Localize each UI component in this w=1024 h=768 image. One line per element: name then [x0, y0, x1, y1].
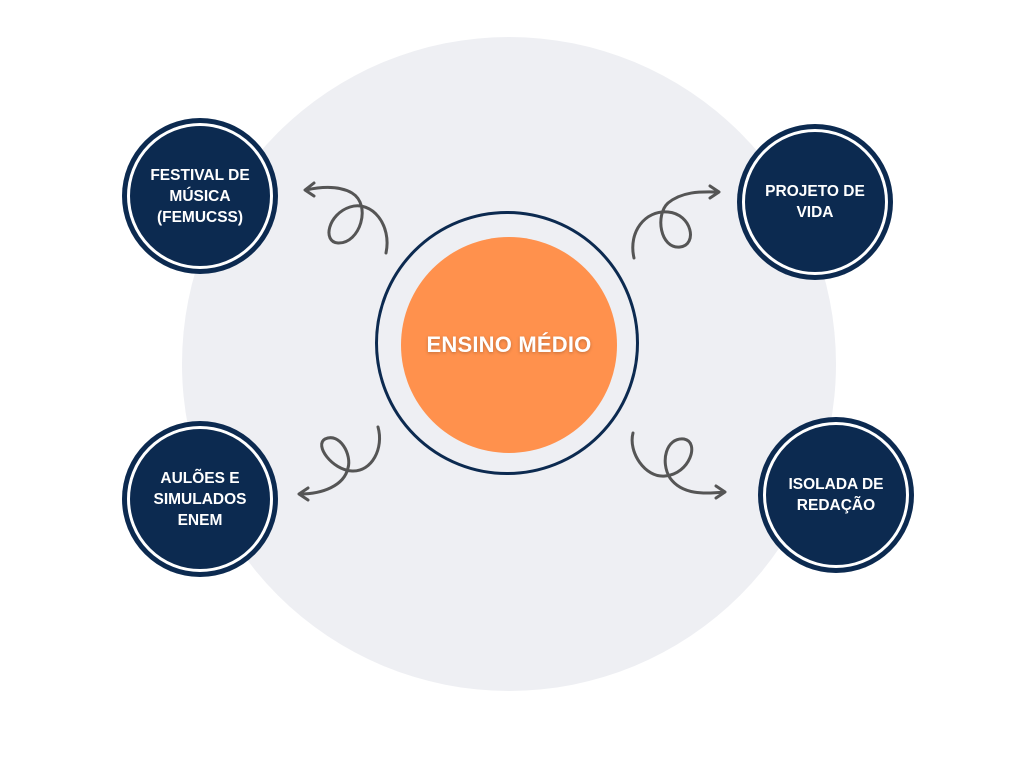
node-isolada-de-redacao: ISOLADA DE REDAÇÃO: [758, 417, 914, 573]
center-node: ENSINO MÉDIO: [401, 237, 617, 453]
center-label: ENSINO MÉDIO: [426, 332, 592, 357]
node-projeto-de-vida: PROJETO DE VIDA: [737, 124, 893, 280]
node-label: AULÕES E SIMULADOS ENEM: [153, 469, 247, 529]
node-label: ISOLADA DE REDAÇÃO: [788, 476, 884, 514]
node-festival-de-musica: FESTIVAL DE MÚSICA (FEMUCSS): [122, 118, 278, 274]
center-ring: [375, 211, 639, 475]
node-auloes-e-simulados: AULÕES E SIMULADOS ENEM: [122, 421, 278, 577]
node-label: PROJETO DE VIDA: [765, 183, 865, 221]
node-label: FESTIVAL DE MÚSICA (FEMUCSS): [150, 166, 250, 226]
